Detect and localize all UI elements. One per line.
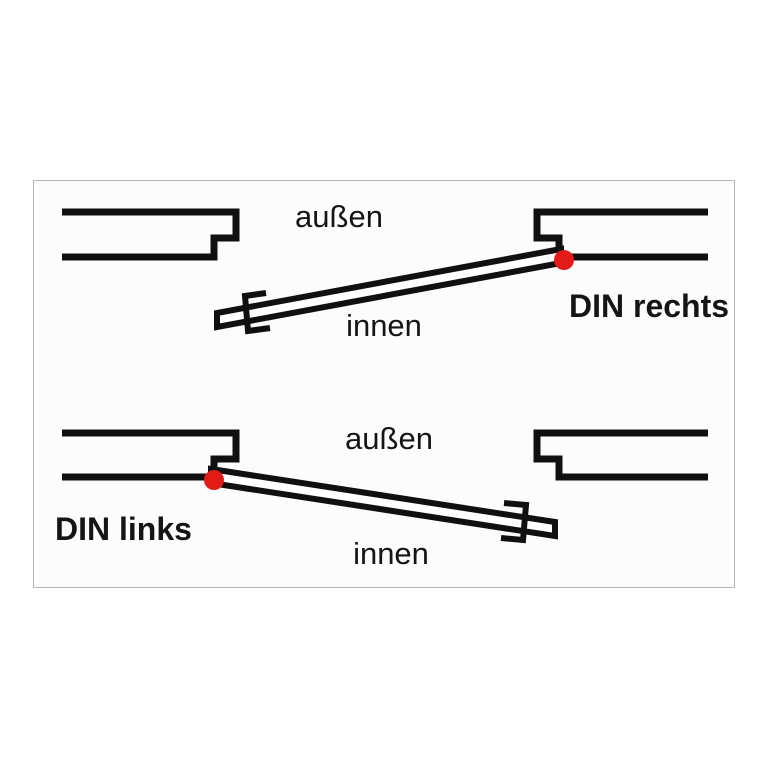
top-inside-label: innen (346, 308, 422, 343)
top-right-frame-profile (533, 208, 708, 261)
diagram-canvas: außen innen DIN rechts außen innen DIN l… (55, 199, 729, 571)
bottom-right-frame-profile (533, 429, 708, 481)
bottom-outside-label: außen (345, 421, 433, 456)
bottom-inside-label: innen (353, 536, 429, 571)
top-left-frame-profile (62, 208, 240, 261)
bottom-door-leaf (208, 465, 558, 540)
bottom-left-frame-profile (62, 429, 240, 481)
top-outside-label: außen (295, 199, 383, 234)
din-rechts-label: DIN rechts (569, 288, 729, 324)
top-hinge-dot (554, 250, 574, 270)
bottom-door-handle-icon (500, 500, 530, 544)
top-door-handle-icon (241, 290, 271, 335)
diagram-panel: außen innen DIN rechts außen innen DIN l… (33, 180, 735, 588)
din-links-label: DIN links (55, 511, 192, 547)
bottom-hinge-dot (204, 470, 224, 490)
